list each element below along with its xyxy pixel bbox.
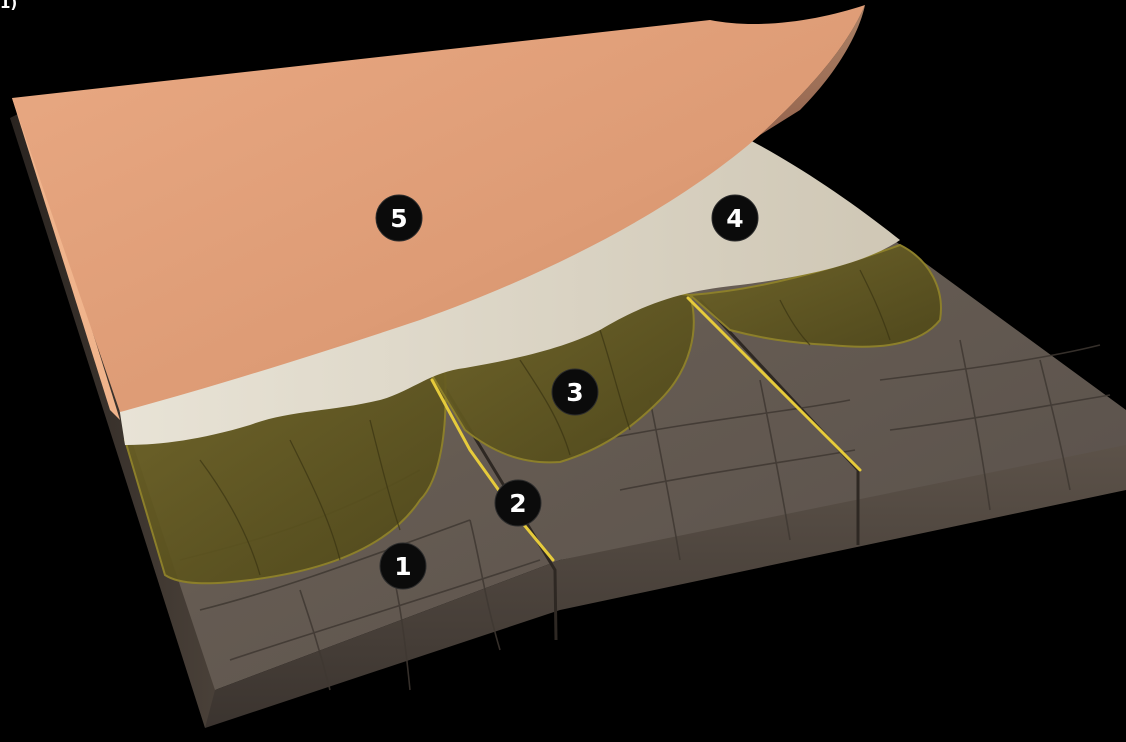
marker-number: 2 xyxy=(509,489,526,518)
marker-number: 1 xyxy=(394,552,411,581)
layer-marker-1: 1 xyxy=(380,543,426,589)
marker-number: 3 xyxy=(566,378,583,407)
marker-number: 5 xyxy=(390,204,407,233)
layer-marker-2: 2 xyxy=(495,480,541,526)
layer-marker-3: 3 xyxy=(552,369,598,415)
layer-marker-5: 5 xyxy=(376,195,422,241)
layer-marker-4: 4 xyxy=(712,195,758,241)
marker-number: 4 xyxy=(726,204,743,233)
